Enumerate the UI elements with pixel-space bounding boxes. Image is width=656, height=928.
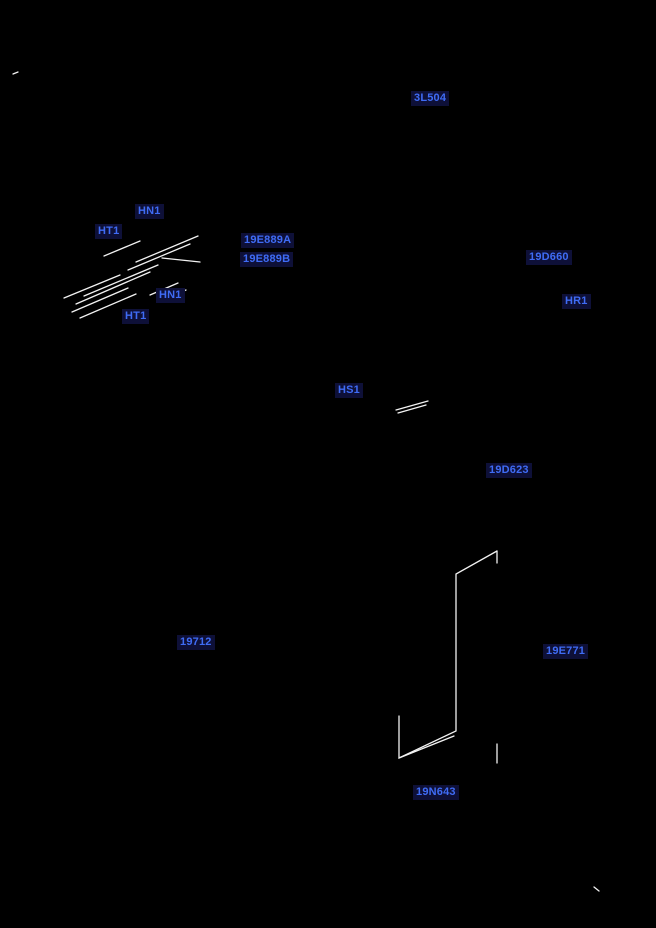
callout-ht1-upper[interactable]: HT1: [95, 224, 123, 239]
clip-line: [395, 400, 429, 414]
callout-hr1[interactable]: HR1: [562, 294, 591, 309]
part-label-19d660[interactable]: 19D660: [526, 250, 572, 265]
part-label-3l504[interactable]: 3L504: [411, 91, 450, 106]
bracket-outline: [398, 550, 498, 764]
register-tick-bottom-right: [593, 886, 600, 892]
part-label-19712[interactable]: 19712: [177, 635, 215, 650]
part-label-19e889a[interactable]: 19E889A: [241, 233, 295, 248]
part-label-19n643[interactable]: 19N643: [413, 785, 459, 800]
callout-hn1-upper[interactable]: HN1: [135, 204, 164, 219]
callout-hs1[interactable]: HS1: [335, 383, 363, 398]
register-tick-top-left: [12, 71, 19, 75]
part-label-19e889b[interactable]: 19E889B: [240, 252, 294, 267]
callout-ht1-lower[interactable]: HT1: [122, 309, 150, 324]
part-label-19e771[interactable]: 19E771: [543, 644, 589, 659]
part-label-19d623[interactable]: 19D623: [486, 463, 532, 478]
callout-hn1-lower[interactable]: HN1: [156, 288, 185, 303]
hose-assembly-lines: [63, 235, 201, 319]
